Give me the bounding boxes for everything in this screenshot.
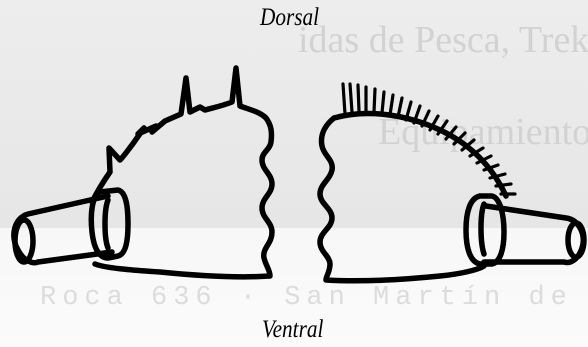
ray-3 <box>358 85 359 111</box>
left-figure <box>14 68 272 277</box>
ray-6 <box>382 92 384 113</box>
ventral-label: Ventral <box>262 316 323 344</box>
ray-7 <box>390 95 393 115</box>
right-tube-end <box>568 223 584 257</box>
dorsal-label: Dorsal <box>260 4 319 32</box>
ray-5 <box>374 89 375 112</box>
right-rays <box>343 84 515 194</box>
ray-8 <box>398 98 402 117</box>
right-figure <box>320 114 584 281</box>
left-flange-inner <box>105 200 108 248</box>
left-body-outline <box>92 68 272 277</box>
ray-1 <box>343 84 345 114</box>
ray-2 <box>350 84 352 112</box>
right-flange-inner <box>481 204 484 254</box>
ray-21 <box>496 184 511 186</box>
right-dorsal-ridge <box>334 114 506 196</box>
